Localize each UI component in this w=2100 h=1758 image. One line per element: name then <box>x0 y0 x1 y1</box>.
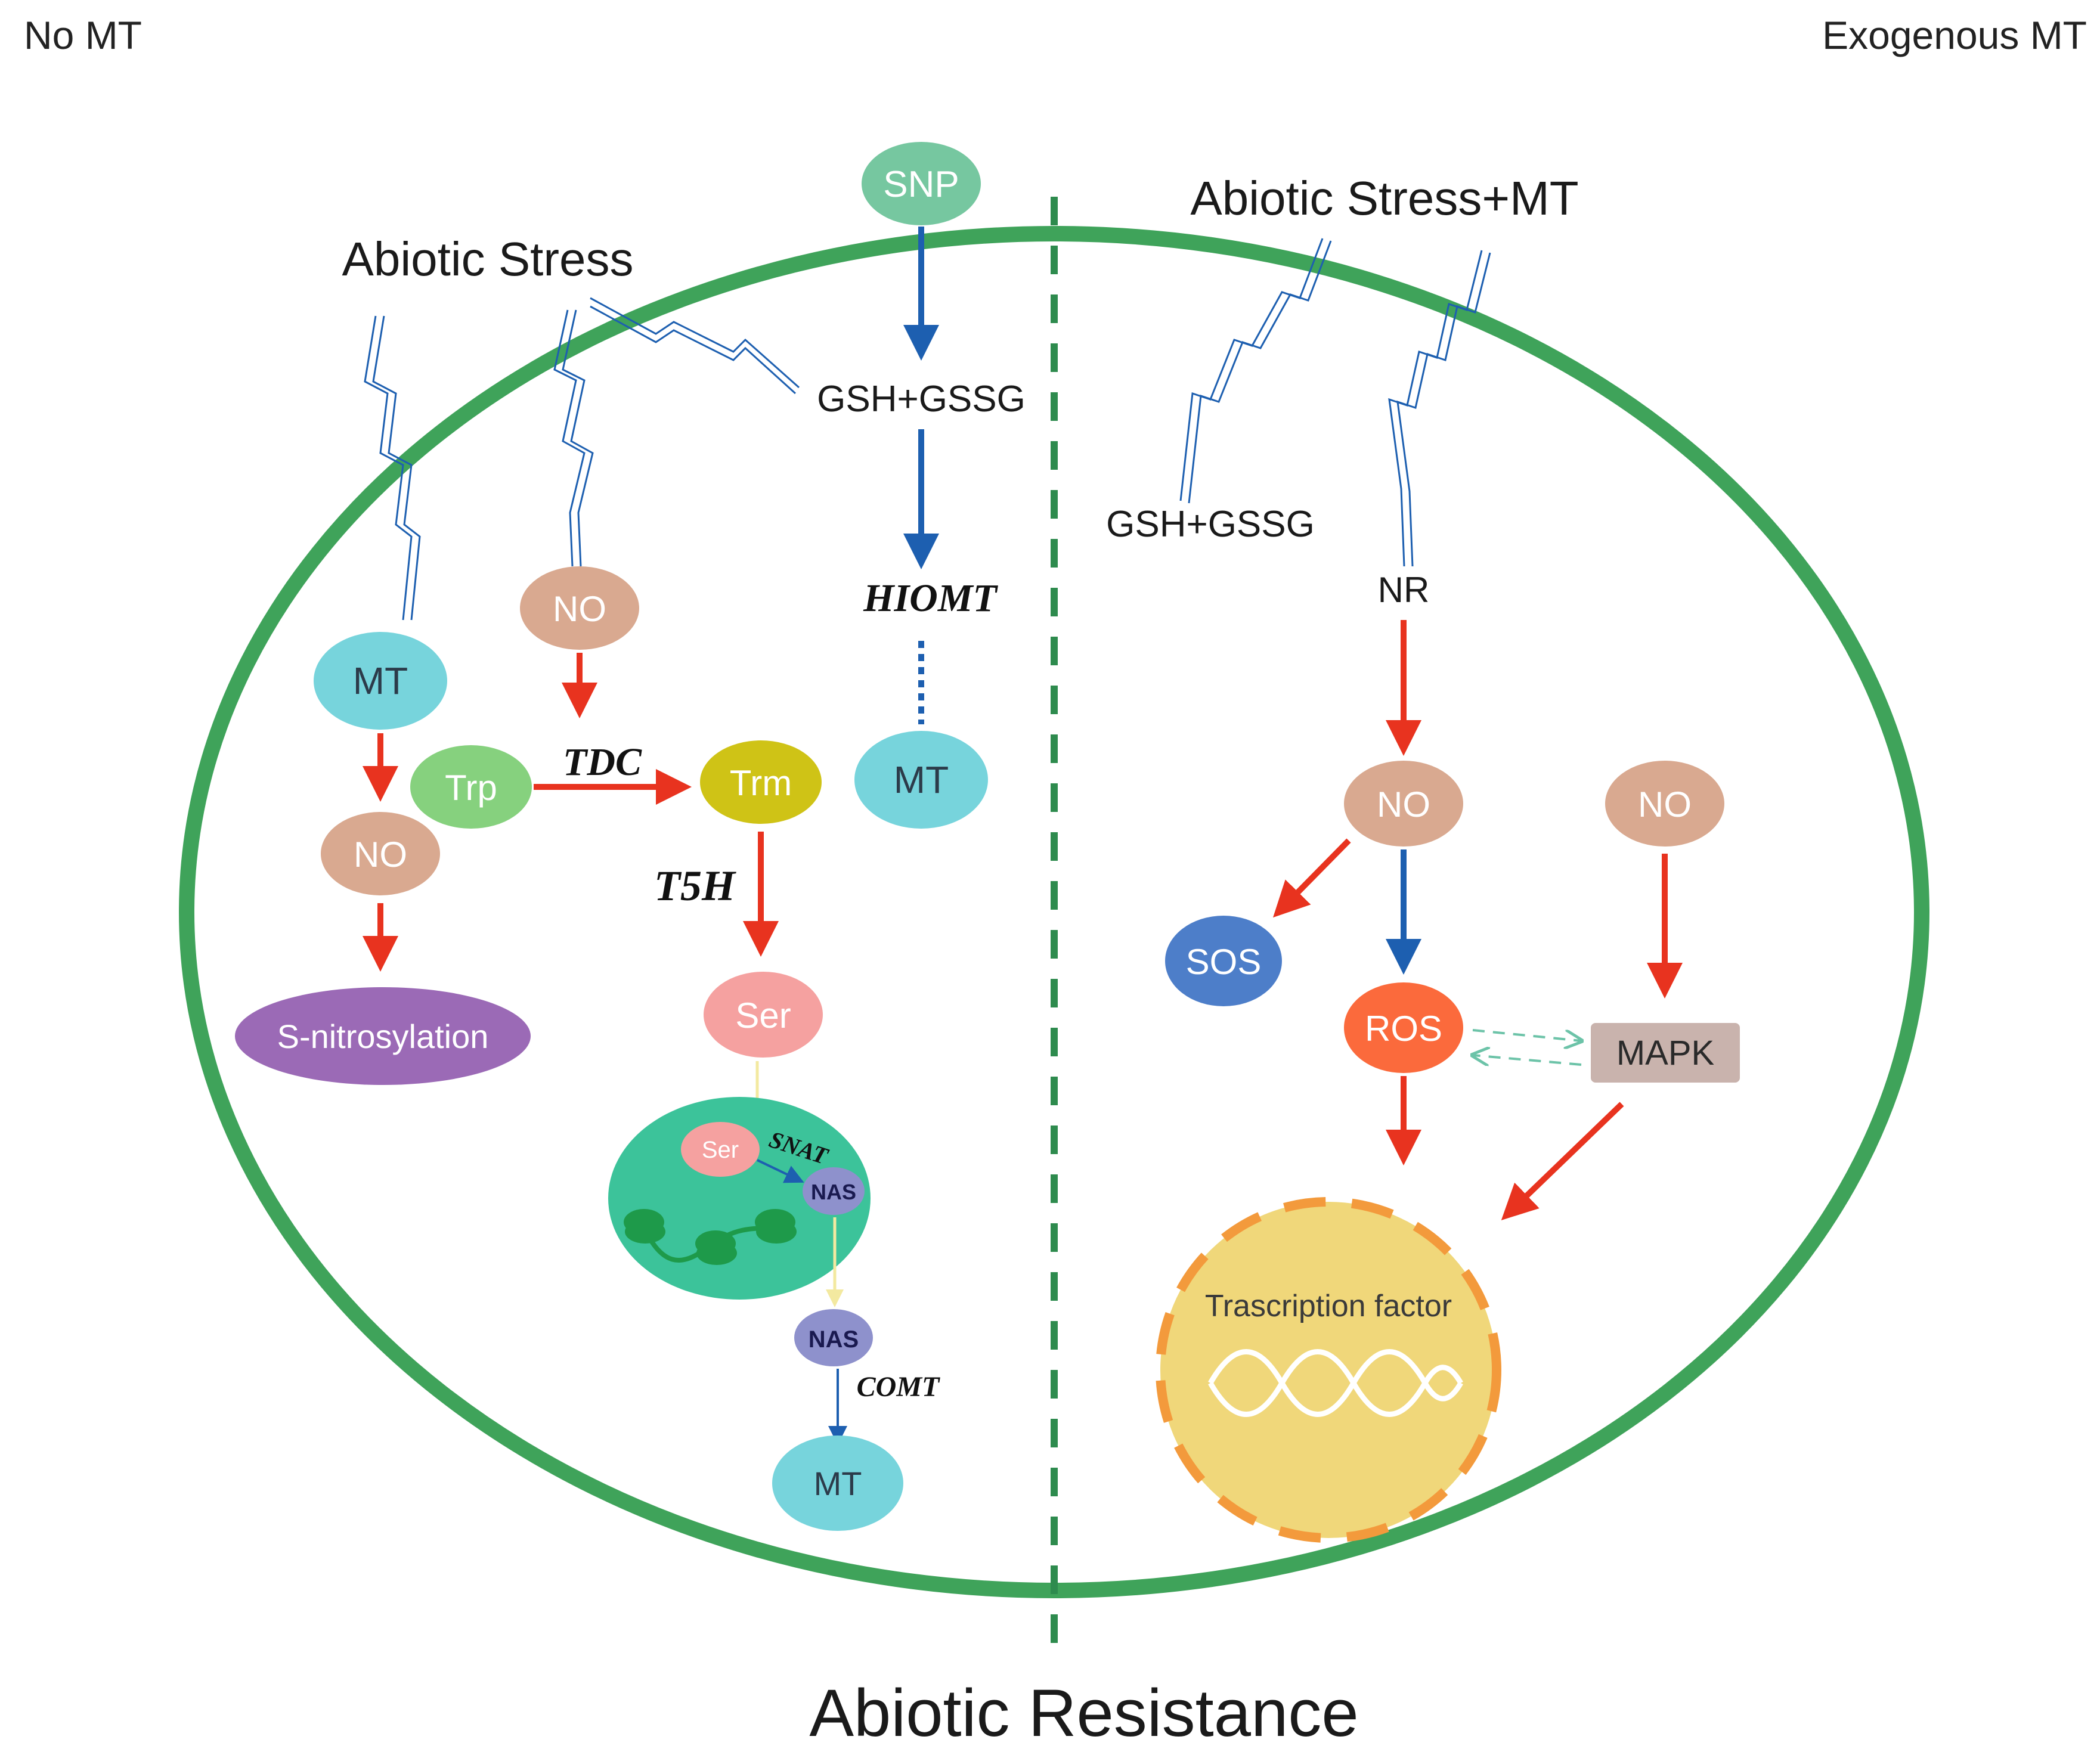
ros-label: ROS <box>1365 1009 1442 1049</box>
tdc-label: TDC <box>563 740 642 784</box>
chloroplast-body <box>608 1097 871 1300</box>
lightning-bolt-3-shadow <box>590 305 797 395</box>
no-left-label: NO <box>354 835 407 875</box>
mt-node-top-right <box>854 731 988 829</box>
arrow-no-to-sos <box>1272 838 1351 918</box>
gsh-gssg-left-label: GSH+GSSG <box>817 379 1026 420</box>
no-top-label: NO <box>553 589 606 629</box>
mapk-node <box>1591 1023 1740 1083</box>
chloroplast-ser-node <box>681 1122 760 1177</box>
transcription-factor-label: Trascription factor <box>1205 1289 1452 1323</box>
exogenous-mt-label: Exogenous MT <box>1822 13 2087 57</box>
abiotic-stress-label: Abiotic Stress <box>342 232 633 286</box>
snp-label: SNP <box>883 164 959 205</box>
mt-left-label: MT <box>353 659 408 702</box>
dashed-mapk-to-ros <box>1473 1055 1582 1065</box>
abiotic-resistance-title: Abiotic Resistance <box>809 1676 1358 1750</box>
hiomt-label: HIOMT <box>863 576 998 620</box>
no-node-left <box>321 812 440 895</box>
no-node-right <box>1605 761 1724 847</box>
lightning-bolt-3 <box>590 297 800 389</box>
t5h-label: T5H <box>654 862 736 910</box>
dna-strand-1 <box>1208 1349 1463 1417</box>
comt-label: COMT <box>857 1371 940 1403</box>
s-nitrosylation-label: S-nitrosylation <box>277 1018 489 1055</box>
dna-strand-2 <box>1208 1349 1463 1417</box>
dna-helix-icon <box>1208 1349 1463 1417</box>
sos-label: SOS <box>1186 942 1262 982</box>
lightning-bolt-4 <box>1179 238 1324 501</box>
mt-node-bottom <box>772 1435 903 1531</box>
granum-3b <box>756 1220 797 1244</box>
chloroplast-grana <box>624 1209 797 1265</box>
nr-label: NR <box>1378 570 1430 610</box>
mt-top-right-label: MT <box>894 758 949 801</box>
sos-node <box>1165 916 1282 1006</box>
granum-2b <box>696 1241 737 1265</box>
mt-node-left <box>314 632 447 730</box>
snp-node <box>862 142 981 225</box>
nucleus: Trascription factor <box>1156 1197 1501 1543</box>
no-right-label: NO <box>1638 785 1692 824</box>
trm-label: Trm <box>730 763 792 803</box>
nas-node <box>794 1309 873 1366</box>
gsh-gssg-right-label: GSH+GSSG <box>1106 504 1315 545</box>
lightning-bolt-1-shadow <box>372 315 421 621</box>
ser-label: Ser <box>735 996 791 1035</box>
s-nitrosylation-node <box>235 987 531 1085</box>
arrow-ser-to-nas-chloroplast <box>757 1159 804 1183</box>
no-center-label: NO <box>1377 785 1430 824</box>
ser-node <box>704 972 823 1058</box>
mapk-label: MAPK <box>1616 1034 1715 1072</box>
chloroplast-ser-label: Ser <box>702 1137 739 1163</box>
granum-1b <box>625 1220 665 1244</box>
lightning-bolt-2 <box>553 309 586 567</box>
ros-node <box>1344 982 1463 1073</box>
lightning-bolt-1 <box>364 315 413 621</box>
lightning-bolt-5-shadow <box>1396 252 1491 567</box>
trm-node <box>700 740 822 824</box>
nas-label: NAS <box>809 1326 859 1353</box>
chloroplast-nas-label: NAS <box>811 1180 856 1204</box>
abiotic-stress-mt-label: Abiotic Stress+MT <box>1190 172 1578 225</box>
arrow-mapk-to-nucleus <box>1501 1102 1624 1220</box>
dashed-ros-to-mapk <box>1472 1029 1581 1041</box>
lightning-bolt-2-shadow <box>562 309 594 567</box>
trp-node <box>410 745 532 829</box>
mt-bottom-label: MT <box>814 1465 862 1502</box>
no-node-center <box>1344 761 1463 847</box>
nucleus-body <box>1156 1197 1501 1543</box>
lightning-bolt-4-shadow <box>1188 240 1332 504</box>
stress-lightning-bolts-right <box>1179 238 1491 567</box>
stress-lightning-bolts-left <box>364 297 800 621</box>
no-mt-label: No MT <box>24 13 142 57</box>
trp-label: Trp <box>445 768 497 808</box>
chloroplast: Ser SNAT NAS <box>608 1097 871 1300</box>
no-node-top <box>520 566 639 650</box>
chloroplast-nas-node <box>803 1167 865 1215</box>
